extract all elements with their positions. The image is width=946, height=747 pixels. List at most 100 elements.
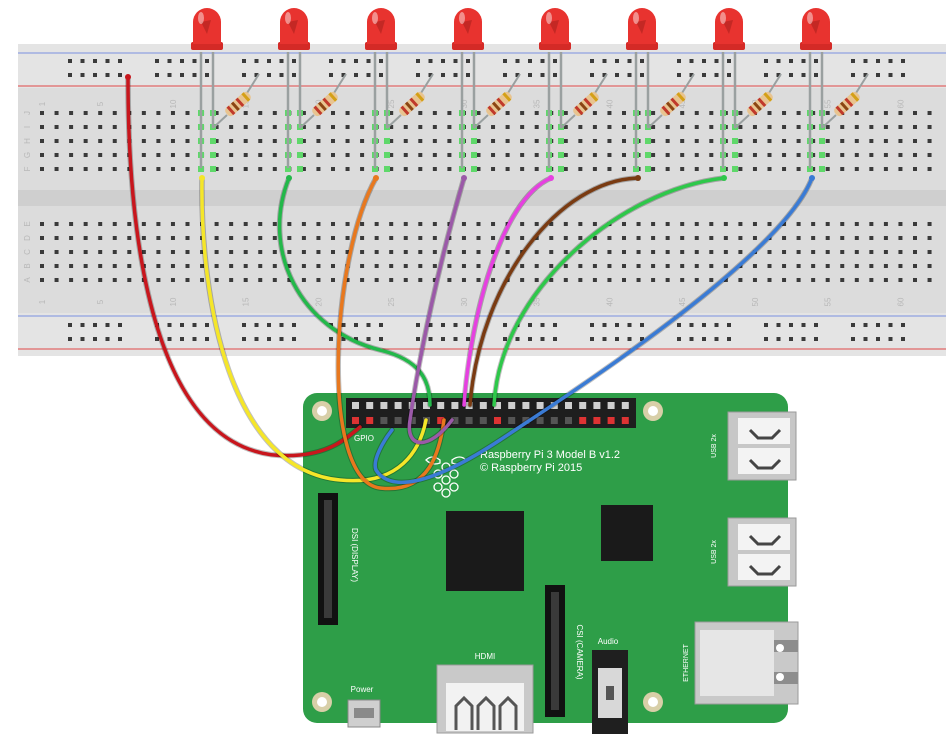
- rail-hole: [167, 337, 172, 341]
- breadboard-hole: [83, 167, 88, 171]
- rail-hole: [851, 337, 855, 341]
- breadboard-hole: [243, 111, 248, 115]
- breadboard-hole: [622, 125, 626, 129]
- rail-hole: [329, 59, 333, 63]
- resistor: [560, 73, 608, 129]
- breadboard-hole: [840, 125, 845, 129]
- rail-hole: [677, 337, 681, 341]
- breadboard-hole: [694, 111, 699, 115]
- breadboard-hole: [447, 153, 452, 157]
- breadboard-hole: [127, 250, 132, 254]
- breadboard-hole: [345, 125, 350, 129]
- breadboard-hole: [782, 222, 787, 226]
- breadboard-hole: [476, 153, 481, 157]
- led: [191, 8, 223, 168]
- breadboard-hole: [811, 236, 816, 240]
- led: [452, 8, 484, 168]
- breadboard-hole: [418, 278, 423, 282]
- breadboard-hole: [461, 250, 466, 254]
- breadboard-hole: [694, 264, 699, 268]
- rail-hole: [379, 337, 383, 341]
- rail-hole: [93, 337, 97, 341]
- breadboard-hole: [127, 236, 132, 240]
- rail-hole: [105, 59, 110, 63]
- rail-hole: [677, 323, 681, 327]
- breadboard-hole: [913, 167, 917, 171]
- breadboard-hole: [461, 236, 466, 240]
- column-number: 30: [460, 99, 469, 108]
- breadboard-hole: [301, 278, 306, 282]
- breadboard-hole: [272, 139, 277, 143]
- breadboard-hole: [491, 153, 496, 157]
- rail-hole: [901, 59, 905, 63]
- breadboard-hole: [694, 236, 699, 240]
- breadboard-hole: [156, 139, 161, 143]
- rail-hole: [279, 323, 284, 327]
- gpio-pin: [593, 417, 601, 424]
- breadboard-hole: [447, 111, 452, 115]
- breadboard-hole: [607, 250, 612, 254]
- rail-hole: [714, 323, 719, 327]
- breadboard-hole: [331, 167, 335, 171]
- rail-hole: [354, 59, 358, 63]
- breadboard-hole: [592, 236, 597, 240]
- breadboard-hole: [170, 250, 175, 254]
- rail-hole: [341, 59, 346, 63]
- breadboard-hole: [476, 250, 481, 254]
- breadboard-hole: [54, 222, 59, 226]
- breadboard-hole: [112, 153, 117, 157]
- breadboard-hole: [491, 222, 496, 226]
- breadboard-hole: [360, 278, 365, 282]
- breadboard-hole: [665, 236, 670, 240]
- breadboard-hole: [243, 153, 248, 157]
- rail-hole: [441, 337, 445, 341]
- gpio-pin: [423, 402, 430, 409]
- breadboard-hole: [898, 278, 903, 282]
- breadboard-hole: [825, 111, 830, 115]
- rail-hole: [727, 59, 731, 63]
- rail-hole: [155, 73, 159, 77]
- rail-hole: [615, 323, 619, 327]
- breadboard-hole: [156, 167, 161, 171]
- hdmi-label: HDMI: [475, 652, 495, 661]
- breadboard-hole: [767, 167, 772, 171]
- active-hole: [645, 138, 651, 144]
- breadboard-hole: [738, 250, 743, 254]
- rail-hole: [776, 59, 781, 63]
- breadboard-hole: [898, 153, 903, 157]
- breadboard-hole: [258, 125, 263, 129]
- breadboard-hole: [83, 125, 88, 129]
- breadboard-hole: [651, 153, 656, 157]
- breadboard-hole: [796, 278, 801, 282]
- breadboard-hole: [825, 222, 830, 226]
- breadboard-hole: [170, 153, 175, 157]
- active-hole: [297, 166, 303, 172]
- breadboard-hole: [869, 278, 874, 282]
- breadboard-hole: [752, 236, 757, 240]
- rail-hole: [901, 337, 905, 341]
- breadboard-hole: [272, 111, 277, 115]
- gpio-pin: [451, 402, 459, 409]
- breadboard-hole: [447, 250, 452, 254]
- breadboard-hole: [69, 125, 74, 129]
- power-label: Power: [351, 685, 374, 694]
- rail-hole: [341, 73, 346, 77]
- column-number: 20: [314, 297, 323, 306]
- breadboard-hole: [316, 278, 321, 282]
- breadboard-hole: [331, 139, 335, 143]
- rail-hole: [441, 59, 445, 63]
- breadboard-hole: [69, 222, 74, 226]
- breadboard-hole: [752, 222, 757, 226]
- breadboard-hole: [607, 236, 612, 240]
- breadboard-hole: [636, 222, 641, 226]
- rail-hole: [366, 323, 371, 327]
- breadboard-hole: [883, 278, 888, 282]
- column-number: 10: [169, 99, 178, 108]
- breadboard-hole: [825, 167, 830, 171]
- breadboard-hole: [796, 153, 801, 157]
- breadboard-hole: [883, 264, 888, 268]
- breadboard-hole: [69, 250, 74, 254]
- breadboard-hole: [694, 167, 699, 171]
- breadboard-hole: [840, 264, 845, 268]
- breadboard-hole: [316, 139, 321, 143]
